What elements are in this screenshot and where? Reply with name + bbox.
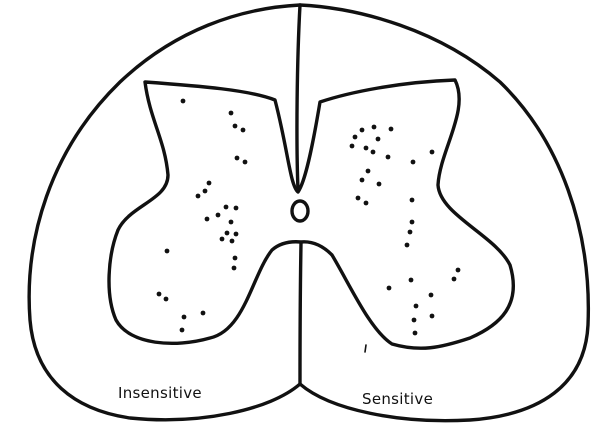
neuron-dot bbox=[410, 198, 415, 203]
neuron-dot bbox=[414, 304, 419, 309]
neuron-dot bbox=[452, 277, 457, 282]
neuron-dot bbox=[180, 328, 185, 333]
neuron-dot bbox=[203, 189, 208, 194]
neuron-dot bbox=[389, 127, 394, 132]
neuron-dot bbox=[430, 150, 435, 155]
neuron-dot bbox=[366, 169, 371, 174]
neuron-dot bbox=[360, 178, 365, 183]
neuron-dot bbox=[410, 220, 415, 225]
neuron-dot bbox=[216, 213, 221, 218]
neuron-dot bbox=[196, 194, 201, 199]
neuron-dot bbox=[207, 181, 212, 186]
neuron-dot bbox=[181, 99, 186, 104]
neuron-dot bbox=[429, 293, 434, 298]
grey-matter-outline bbox=[109, 80, 513, 348]
neuron-dot bbox=[408, 230, 413, 235]
neuron-dot bbox=[411, 160, 416, 165]
neuron-dot bbox=[356, 196, 361, 201]
neuron-dot bbox=[233, 256, 238, 261]
neuron-dot bbox=[165, 249, 170, 254]
neuron-dot bbox=[205, 217, 210, 222]
neuron-dot bbox=[353, 135, 358, 140]
neuron-dot bbox=[387, 286, 392, 291]
neuron-dot bbox=[364, 146, 369, 151]
neuron-dot bbox=[235, 156, 240, 161]
neuron-dot bbox=[364, 201, 369, 206]
neuron-dot bbox=[229, 111, 234, 116]
neuron-dot bbox=[456, 268, 461, 273]
neuron-dot bbox=[376, 137, 381, 142]
neuron-dot bbox=[371, 150, 376, 155]
neuron-dot bbox=[413, 331, 418, 336]
neuron-dot bbox=[164, 297, 169, 302]
neuron-dot bbox=[412, 318, 417, 323]
neuron-dot bbox=[182, 315, 187, 320]
neuron-dot bbox=[430, 314, 435, 319]
posterior-median-line bbox=[297, 5, 300, 190]
neuron-dot bbox=[234, 232, 239, 237]
neuron-dots bbox=[157, 99, 461, 336]
anterior-median-line bbox=[300, 243, 301, 384]
neuron-dot bbox=[409, 278, 414, 283]
neuron-dot bbox=[360, 128, 365, 133]
insensitive-label: Insensitive bbox=[118, 384, 202, 402]
neuron-dot bbox=[230, 239, 235, 244]
neuron-dot bbox=[377, 182, 382, 187]
neuron-dot bbox=[386, 155, 391, 160]
neuron-dot bbox=[157, 292, 162, 297]
sensitive-label: Sensitive bbox=[362, 390, 433, 408]
neuron-dot bbox=[229, 220, 234, 225]
neuron-dot bbox=[243, 160, 248, 165]
neuron-dot bbox=[233, 124, 238, 129]
neuron-dot bbox=[232, 266, 237, 271]
small-tick-mark bbox=[365, 345, 366, 352]
neuron-dot bbox=[234, 206, 239, 211]
central-canal bbox=[292, 201, 308, 221]
neuron-dot bbox=[405, 243, 410, 248]
neuron-dot bbox=[220, 237, 225, 242]
neuron-dot bbox=[201, 311, 206, 316]
neuron-dot bbox=[372, 125, 377, 130]
neuron-dot bbox=[224, 205, 229, 210]
neuron-dot bbox=[241, 128, 246, 133]
neuron-dot bbox=[350, 144, 355, 149]
neuron-dot bbox=[225, 231, 230, 236]
